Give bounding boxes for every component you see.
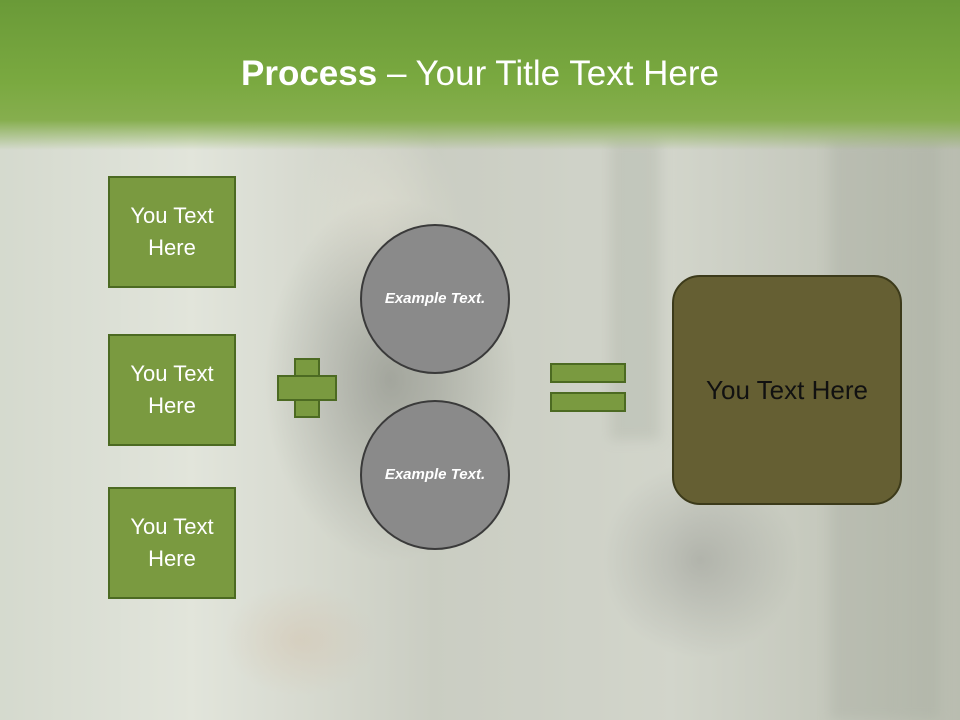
background-tree xyxy=(900,140,940,720)
title-rest: – Your Title Text Here xyxy=(377,54,719,93)
background-tree xyxy=(610,140,660,440)
text-box-3[interactable]: You Text Here xyxy=(108,487,236,599)
result-box[interactable]: You Text Here xyxy=(672,275,902,505)
slide-title: Process – Your Title Text Here xyxy=(0,52,960,96)
plus-horizontal-bar xyxy=(277,375,337,401)
title-bar xyxy=(0,0,960,150)
text-box-1[interactable]: You Text Here xyxy=(108,176,236,288)
text-box-2[interactable]: You Text Here xyxy=(108,334,236,446)
title-bold: Process xyxy=(241,54,378,93)
example-circle-2[interactable]: Example Text. xyxy=(360,400,510,550)
equals-top-bar xyxy=(550,363,626,383)
equals-bottom-bar xyxy=(550,392,626,412)
example-circle-1[interactable]: Example Text. xyxy=(360,224,510,374)
